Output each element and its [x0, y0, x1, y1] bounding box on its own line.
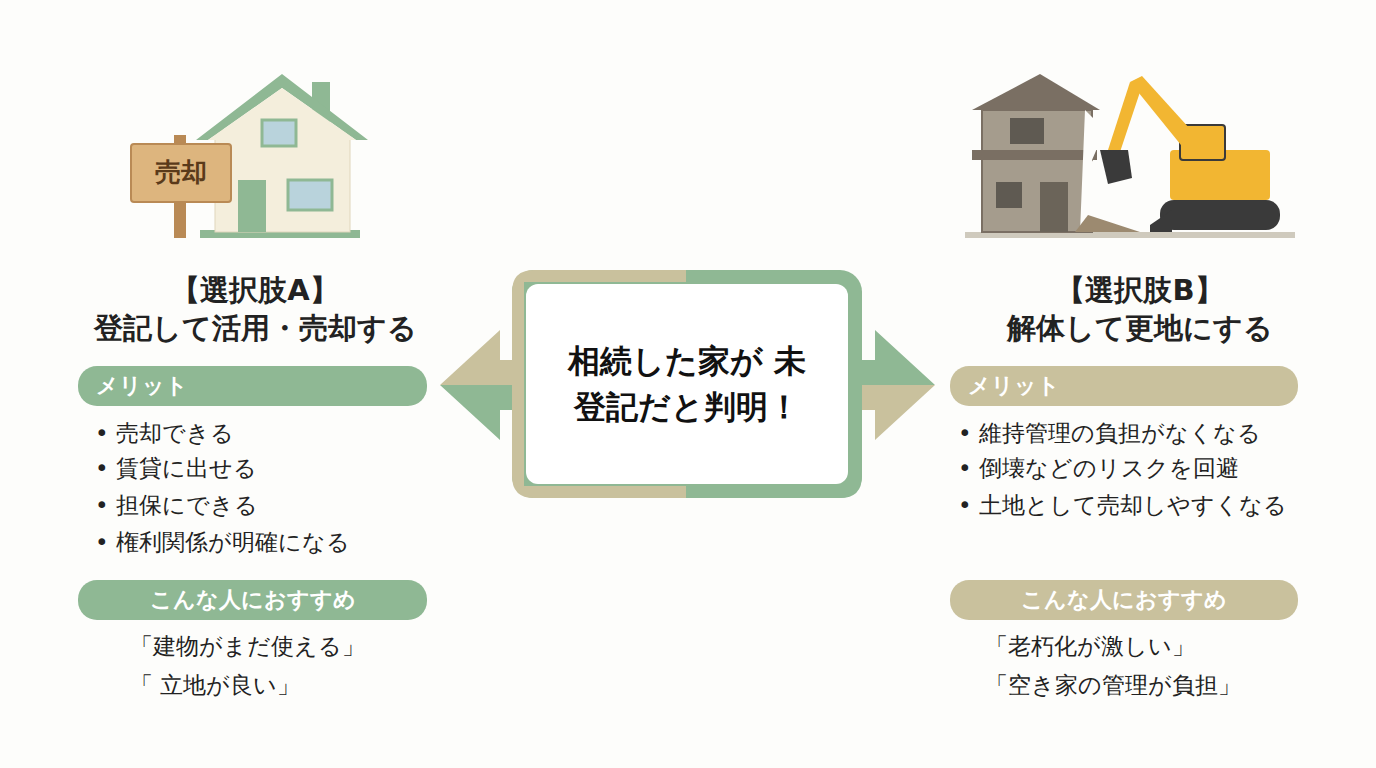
merit-pill: メリット — [78, 366, 427, 406]
list-text: 「 立地が良い」 — [130, 671, 300, 701]
recommend-pill: こんな人におすすめ — [78, 580, 427, 620]
list-text: • 担保にできる — [95, 491, 258, 521]
list-text: 「老朽化が激しい」 — [985, 632, 1195, 662]
list-text: • 賃貸に出せる — [95, 454, 257, 484]
list-text: • 倒壊などのリスクを回避 — [958, 454, 1239, 484]
list-text: • 売却できる — [95, 419, 234, 449]
list-text: • 維持管理の負担がなくなる — [958, 419, 1261, 449]
node-text: 相続した家が 未登記だと判明！ — [552, 338, 822, 431]
option-heading: 解体して更地にする — [1007, 310, 1273, 348]
recommend-pill: こんな人におすすめ — [950, 580, 1298, 620]
merit-pill: メリット — [950, 366, 1298, 406]
node-text: メリット — [968, 370, 1060, 402]
center-frame-green — [512, 270, 862, 498]
node-text: メリット — [96, 370, 188, 402]
center-box: 相続した家が 未登記だと判明！ — [526, 284, 848, 484]
list-text: • 土地として売却しやすくなる — [958, 491, 1287, 521]
option-heading: 【選択肢A】 — [171, 272, 338, 310]
list-text: 「建物がまだ使える」 — [130, 632, 365, 662]
demolition-illustration — [965, 74, 1295, 238]
list-text: • 権利関係が明確になる — [95, 528, 350, 558]
option-heading: 登記して活用・売却する — [94, 310, 417, 348]
node-text: こんな人におすすめ — [1021, 584, 1227, 616]
node-text: 売却 — [155, 154, 207, 192]
option-heading: 【選択肢B】 — [1056, 272, 1223, 310]
sign-board: 売却 — [130, 143, 232, 203]
node-text: こんな人におすすめ — [150, 584, 356, 616]
list-text: 「空き家の管理が負担」 — [985, 671, 1241, 701]
